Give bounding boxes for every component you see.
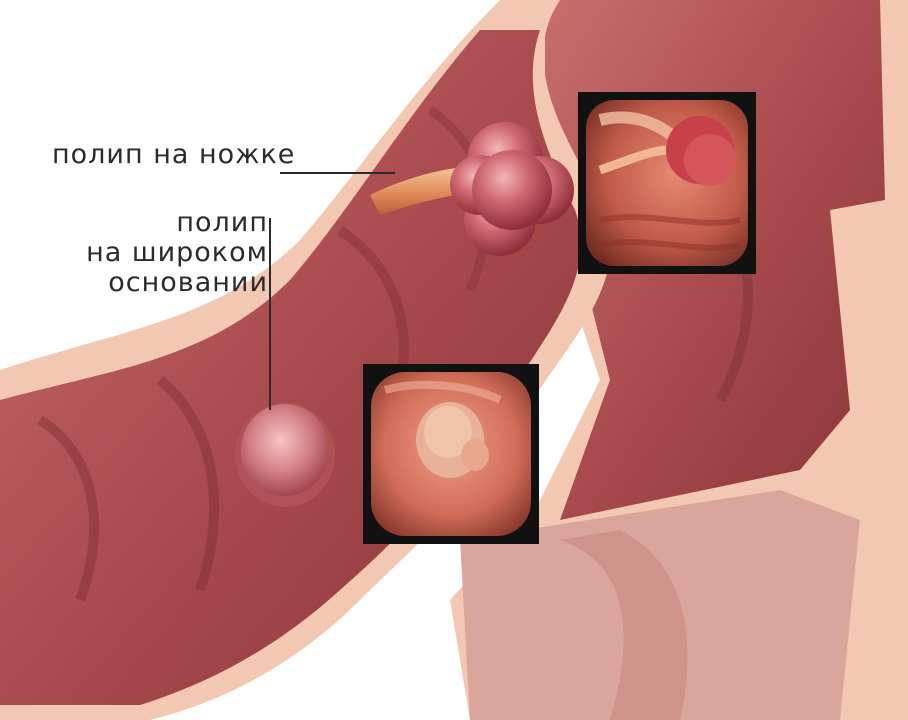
label-sessile-line-2: на широком: [86, 238, 268, 268]
sessile-polyp: [235, 403, 335, 507]
label-sessile-line-1: полип: [86, 208, 268, 238]
label-sessile-polyp: полип на широком основании: [86, 208, 268, 298]
endoscopic-photo-pedunculated: [578, 92, 756, 274]
endoscopic-photo-sessile: [363, 364, 539, 544]
label-pedunculated-polyp: полип на ножке: [52, 140, 295, 170]
label-sessile-line-3: основании: [86, 268, 268, 298]
